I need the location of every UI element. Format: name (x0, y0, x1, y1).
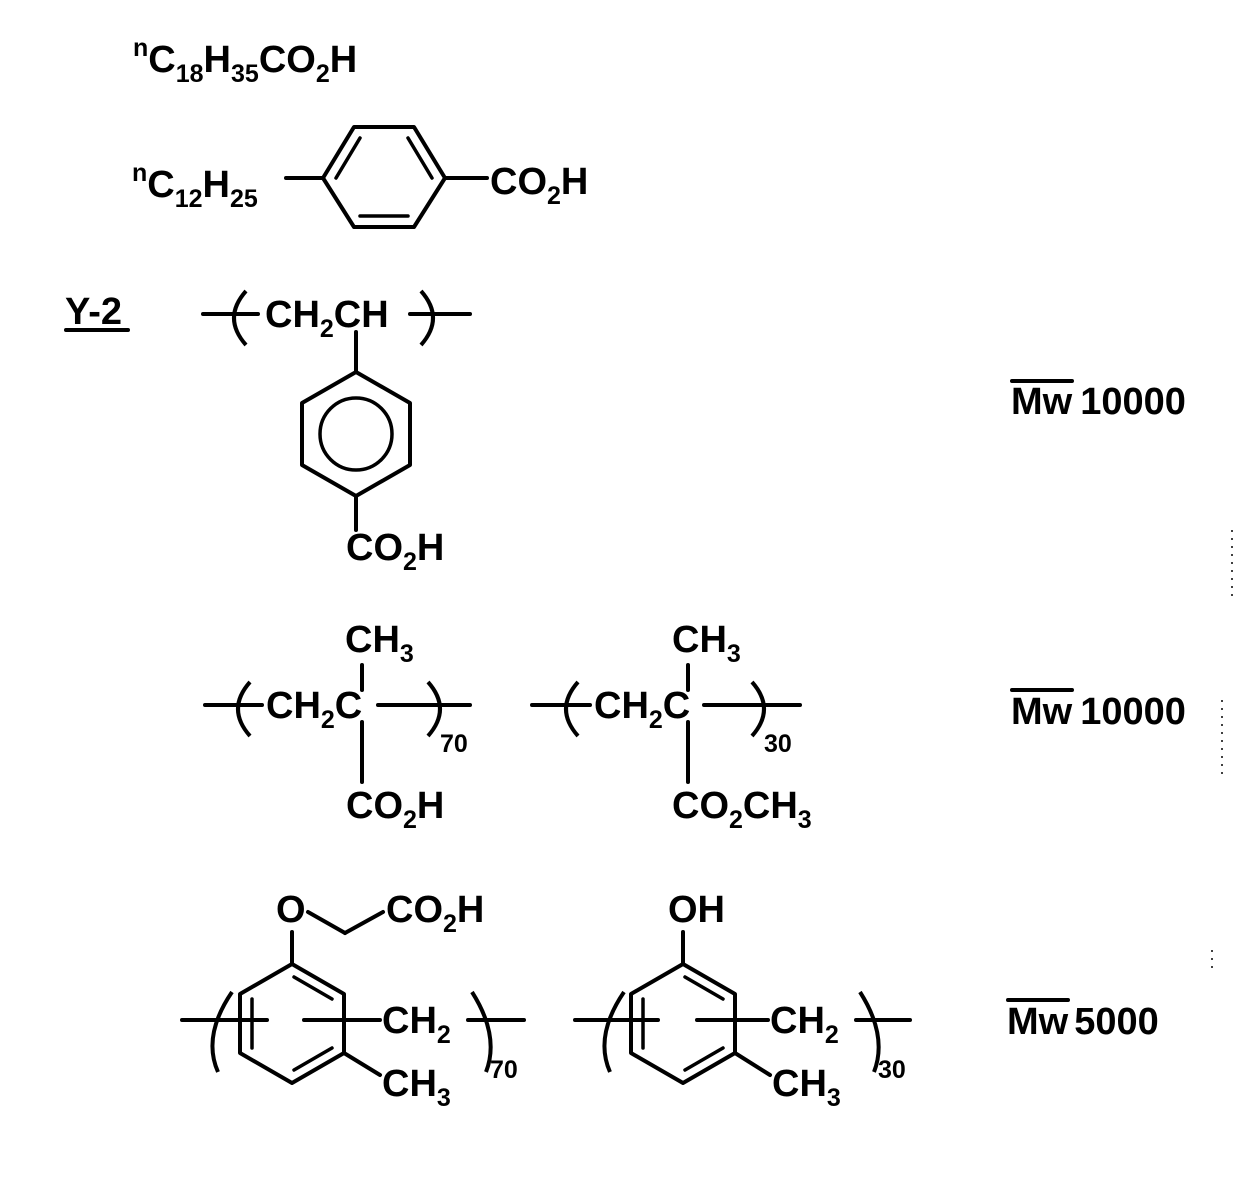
cop2-unit1-bond-ch3 (344, 1053, 380, 1075)
cop2-unit1-ring-double-1 (294, 977, 332, 999)
acid2-carboxyl-label: CO2H (490, 161, 588, 210)
cop2-mw-label: Mw5000 (1007, 1001, 1159, 1043)
cop2-unit2-paren-right (860, 992, 879, 1072)
dodecylbenzoic-acid-structure: nC12H25 CO2H (132, 127, 588, 227)
cop2-unit2-ch2-label: CH2 (770, 1000, 839, 1049)
cop1-unit2-paren-right (752, 682, 764, 736)
cop1-unit1-carboxyl-label: CO2H (346, 785, 444, 834)
cop2-unit2-hydroxyl-label: OH (668, 889, 725, 931)
cop2-unit2-ring-double-1 (685, 977, 723, 999)
cop2-unit1-acid-label: CO2H (386, 889, 484, 938)
cop1-unit1-backbone-label: CH2C (266, 685, 362, 734)
acid2-ring-double-1 (336, 138, 360, 178)
cop2-unit1-benzene-ring (240, 964, 344, 1083)
acid1-formula: nC18H35CO2H (133, 34, 357, 88)
y2-mw-label: Mw10000 (1011, 381, 1186, 423)
y2-benzene-ring (302, 372, 410, 496)
cop2-unit2-ch3-label: CH3 (772, 1063, 841, 1112)
acid2-benzene-ring (323, 127, 445, 227)
cop1-unit2-methyl-label: CH3 (672, 619, 741, 668)
cop1-unit1-ratio: 70 (440, 730, 468, 758)
cop1-mw-label: Mw10000 (1011, 691, 1186, 733)
cop2-unit2-benzene-ring (631, 964, 735, 1083)
cop2-unit1-bond-ch2-c (345, 912, 383, 933)
scan-artifacts (1212, 530, 1232, 970)
acid2-alkyl-label: nC12H25 (132, 159, 258, 213)
cop2-unit2-paren-left (604, 992, 624, 1072)
y2-label: Y-2 (65, 291, 122, 333)
cop1-unit1-paren-right (428, 682, 440, 736)
cop1-unit2-backbone-label: CH2C (594, 685, 690, 734)
y2-paren-left (234, 291, 246, 345)
cop2-unit1-paren-left (212, 992, 232, 1072)
cop1-unit1-paren-left (238, 682, 250, 736)
acid2-ring-double-2 (408, 138, 432, 178)
y2-aromatic-circle (320, 398, 392, 470)
stearic-acid-formula: nC18H35CO2H (133, 34, 357, 88)
y2-polymer-structure: Y-2 CH2CH CO2H Mw10000 (65, 291, 1186, 576)
cop1-unit2-ratio: 30 (764, 730, 792, 758)
cop2-unit1-paren-right (472, 992, 491, 1072)
methacrylate-copolymer-structure: CH3 CH2C 70 CO2H CH3 CH2C 30 CO2CH3 Mw10… (205, 619, 1186, 834)
cop1-unit2-ester-label: CO2CH3 (672, 785, 812, 834)
cop2-unit2-ratio: 30 (878, 1056, 906, 1084)
cop2-unit1-ratio: 70 (490, 1056, 518, 1084)
cop2-unit1-ch2-label: CH2 (382, 1000, 451, 1049)
cop2-unit1-oxygen-label: O (276, 889, 306, 931)
y2-paren-right (421, 291, 433, 345)
cop2-unit1-ch3-label: CH3 (382, 1063, 451, 1112)
cop2-unit2-ring-double-3 (685, 1048, 723, 1070)
y2-carboxyl-label: CO2H (346, 527, 444, 576)
cop2-unit1-bond-o-ch2 (308, 912, 345, 933)
cop2-unit1-ring-double-3 (294, 1048, 332, 1070)
phenolic-copolymer-structure: O CO2H CH2 70 CH3 OH CH2 30 CH3 (182, 889, 1159, 1112)
cop1-unit1-methyl-label: CH3 (345, 619, 414, 668)
cop1-unit2-paren-left (566, 682, 578, 736)
y2-backbone-label: CH2CH (265, 294, 389, 343)
cop2-unit2-bond-ch3 (735, 1053, 770, 1075)
